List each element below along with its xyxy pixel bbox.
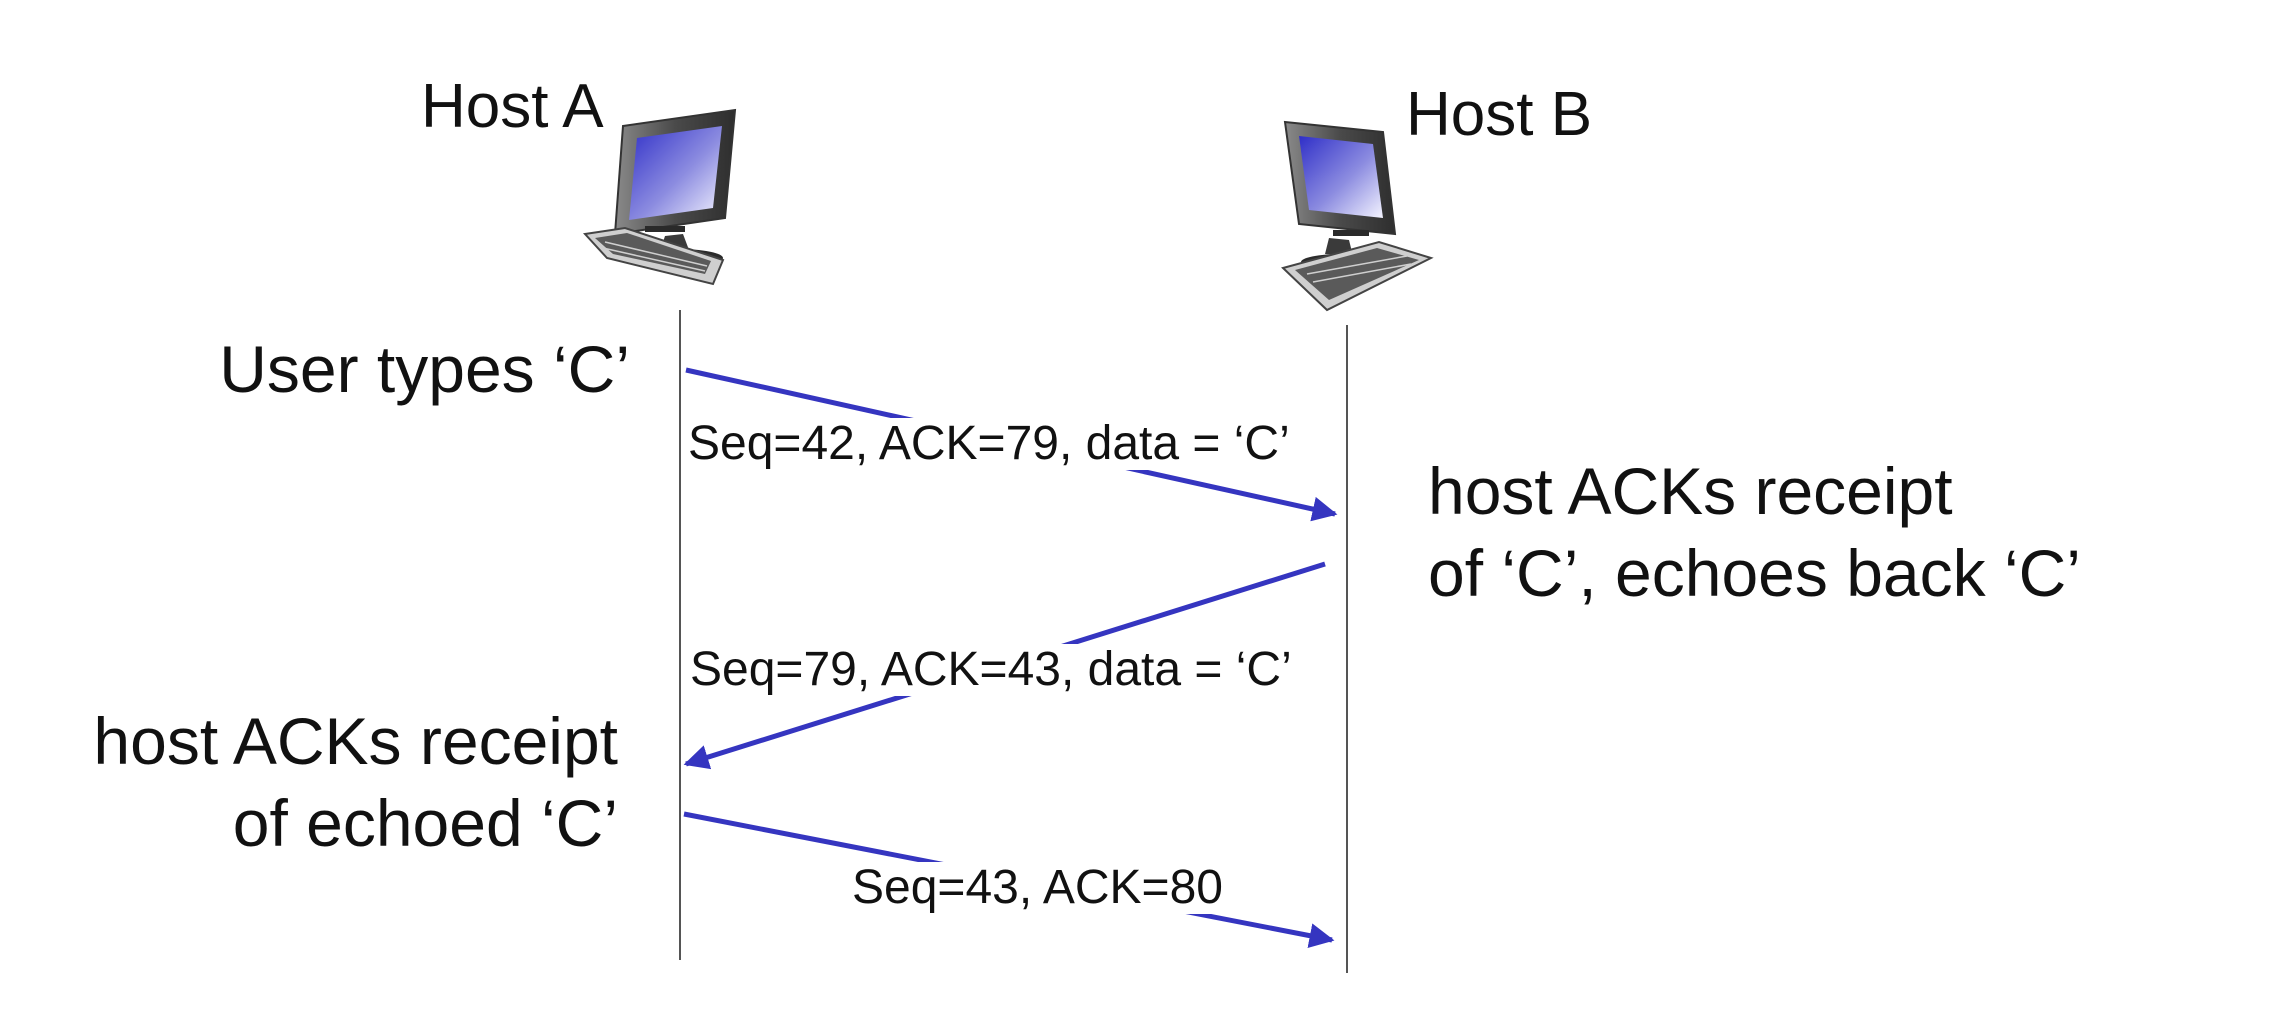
host-a-acks-line2: of echoed ‘C’ <box>232 786 618 860</box>
host-b-acks-line2: of ‘C’, echoes back ‘C’ <box>1428 536 2081 610</box>
host-a-acks-line1: host ACKs receipt <box>93 704 618 778</box>
message-1-label: Seq=42, ACK=79, data = ‘C’ <box>684 418 1294 470</box>
user-types-note: User types ‘C’ <box>219 328 630 410</box>
message-3-label: Seq=43, ACK=80 <box>848 862 1227 914</box>
host-a-computer-icon <box>582 108 737 286</box>
message-2-label: Seq=79, ACK=43, data = ‘C’ <box>686 644 1296 696</box>
user-types-text: User types ‘C’ <box>219 332 630 406</box>
host-b-acks-line1: host ACKs receipt <box>1428 454 1953 528</box>
host-a-acks-note: host ACKs receipt of echoed ‘C’ <box>93 700 618 864</box>
host-a-label: Host A <box>421 72 604 141</box>
host-b-label: Host B <box>1406 80 1593 149</box>
host-b-acks-note: host ACKs receipt of ‘C’, echoes back ‘C… <box>1428 450 2081 614</box>
host-b-computer-icon <box>1281 120 1434 312</box>
